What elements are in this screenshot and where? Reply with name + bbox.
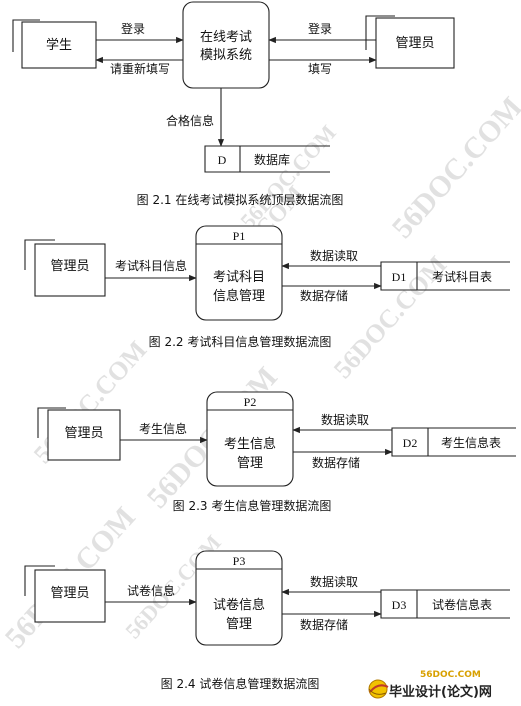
datastore-d2 xyxy=(391,427,516,457)
datastore-name: 考试科目表 xyxy=(432,269,492,284)
flow-label: 请重新填写 xyxy=(110,61,170,76)
flow-label: 数据存储 xyxy=(300,617,348,632)
flow-label: 数据读取 xyxy=(321,412,369,427)
datastore-name: 考生信息表 xyxy=(441,435,501,450)
logo-url: 56DOC.COM xyxy=(420,670,481,680)
entity-shadow xyxy=(24,565,55,596)
caption: 图 2.4 试卷信息管理数据流图 xyxy=(161,676,320,691)
caption: 图 2.1 在线考试模拟系统顶层数据流图 xyxy=(137,192,344,207)
site-logo: 56DOC.COM 毕业设计(论文)网 xyxy=(368,670,492,700)
process-main-label-2: 模拟系统 xyxy=(200,48,252,63)
process-label-2: 信息管理 xyxy=(213,288,265,304)
datastore-name: 数据库 xyxy=(254,152,290,167)
datastore-d3 xyxy=(380,589,510,619)
process-label-1: 考试科目 xyxy=(213,270,265,285)
entity-admin-label: 管理员 xyxy=(50,586,89,601)
process-label-1: 考生信息 xyxy=(224,436,276,452)
process-id: P1 xyxy=(233,229,246,243)
entity-admin-label: 管理员 xyxy=(50,259,89,274)
process-p3 xyxy=(195,550,283,646)
entity-shadow xyxy=(365,15,395,50)
datastore-name: 试卷信息表 xyxy=(432,597,492,612)
entity-student-label: 学生 xyxy=(46,37,72,53)
flow-label: 数据读取 xyxy=(310,248,358,263)
process-label-1: 试卷信息 xyxy=(213,597,265,613)
datastore-id: D2 xyxy=(403,436,418,450)
process-id: P3 xyxy=(233,554,246,568)
entity-admin xyxy=(34,569,106,623)
flow-label: 填写 xyxy=(308,62,332,76)
logo-globe-icon xyxy=(368,679,389,699)
process-p2 xyxy=(206,391,294,487)
entity-admin xyxy=(375,17,455,69)
entity-admin xyxy=(34,243,106,297)
datastore-d1 xyxy=(380,261,510,291)
datastore-id: D1 xyxy=(392,270,407,284)
datastore-id: D xyxy=(218,153,227,167)
flow-label: 数据读取 xyxy=(310,574,358,589)
process-id: P2 xyxy=(244,395,257,409)
flow-label: 数据存储 xyxy=(300,288,348,303)
entity-admin-label: 管理员 xyxy=(64,426,103,441)
entity-admin-label: 管理员 xyxy=(395,36,434,51)
flow-label: 合格信息 xyxy=(166,113,214,128)
caption: 图 2.3 考生信息管理数据流图 xyxy=(173,498,332,513)
flow-label: 登录 xyxy=(121,21,145,36)
entity-student xyxy=(21,21,97,69)
entity-shadow xyxy=(12,19,40,52)
datastore-db xyxy=(204,145,330,173)
entity-shadow xyxy=(37,407,66,438)
diagram-2-1: 学生 在线考试 模拟系统 管理员 登录 请重新填写 登录 填写 合格信息 D 数… xyxy=(12,1,455,207)
entity-admin xyxy=(47,409,121,461)
process-p1 xyxy=(195,225,283,321)
flow-label: 试卷信息 xyxy=(127,583,175,598)
diagram-2-3: 管理员 考生信息 P2 考生信息 管理 数据读取 数据存储 D2 考生信息表 图… xyxy=(37,391,516,513)
process-label-2: 管理 xyxy=(226,617,252,632)
flow-label: 数据存储 xyxy=(312,455,360,470)
process-main xyxy=(182,1,270,89)
caption: 图 2.2 考试科目信息管理数据流图 xyxy=(149,334,332,349)
datastore-id: D3 xyxy=(392,598,407,612)
watermark-text: 56DOC.COM xyxy=(386,91,521,245)
diagram-2-2: 管理员 考试科目信息 P1 考试科目 信息管理 数据读取 数据存储 D1 考试科… xyxy=(24,225,510,349)
flow-label: 考生信息 xyxy=(139,421,187,436)
flow-label: 登录 xyxy=(308,21,332,36)
process-main-label-1: 在线考试 xyxy=(200,30,252,45)
flow-label: 考试科目信息 xyxy=(115,258,187,273)
logo-title: 毕业设计(论文)网 xyxy=(389,684,492,700)
process-label-2: 管理 xyxy=(237,456,263,471)
entity-shadow xyxy=(24,239,55,270)
diagram-2-4: 管理员 试卷信息 P3 试卷信息 管理 数据读取 数据存储 D3 试卷信息表 图… xyxy=(24,550,510,691)
